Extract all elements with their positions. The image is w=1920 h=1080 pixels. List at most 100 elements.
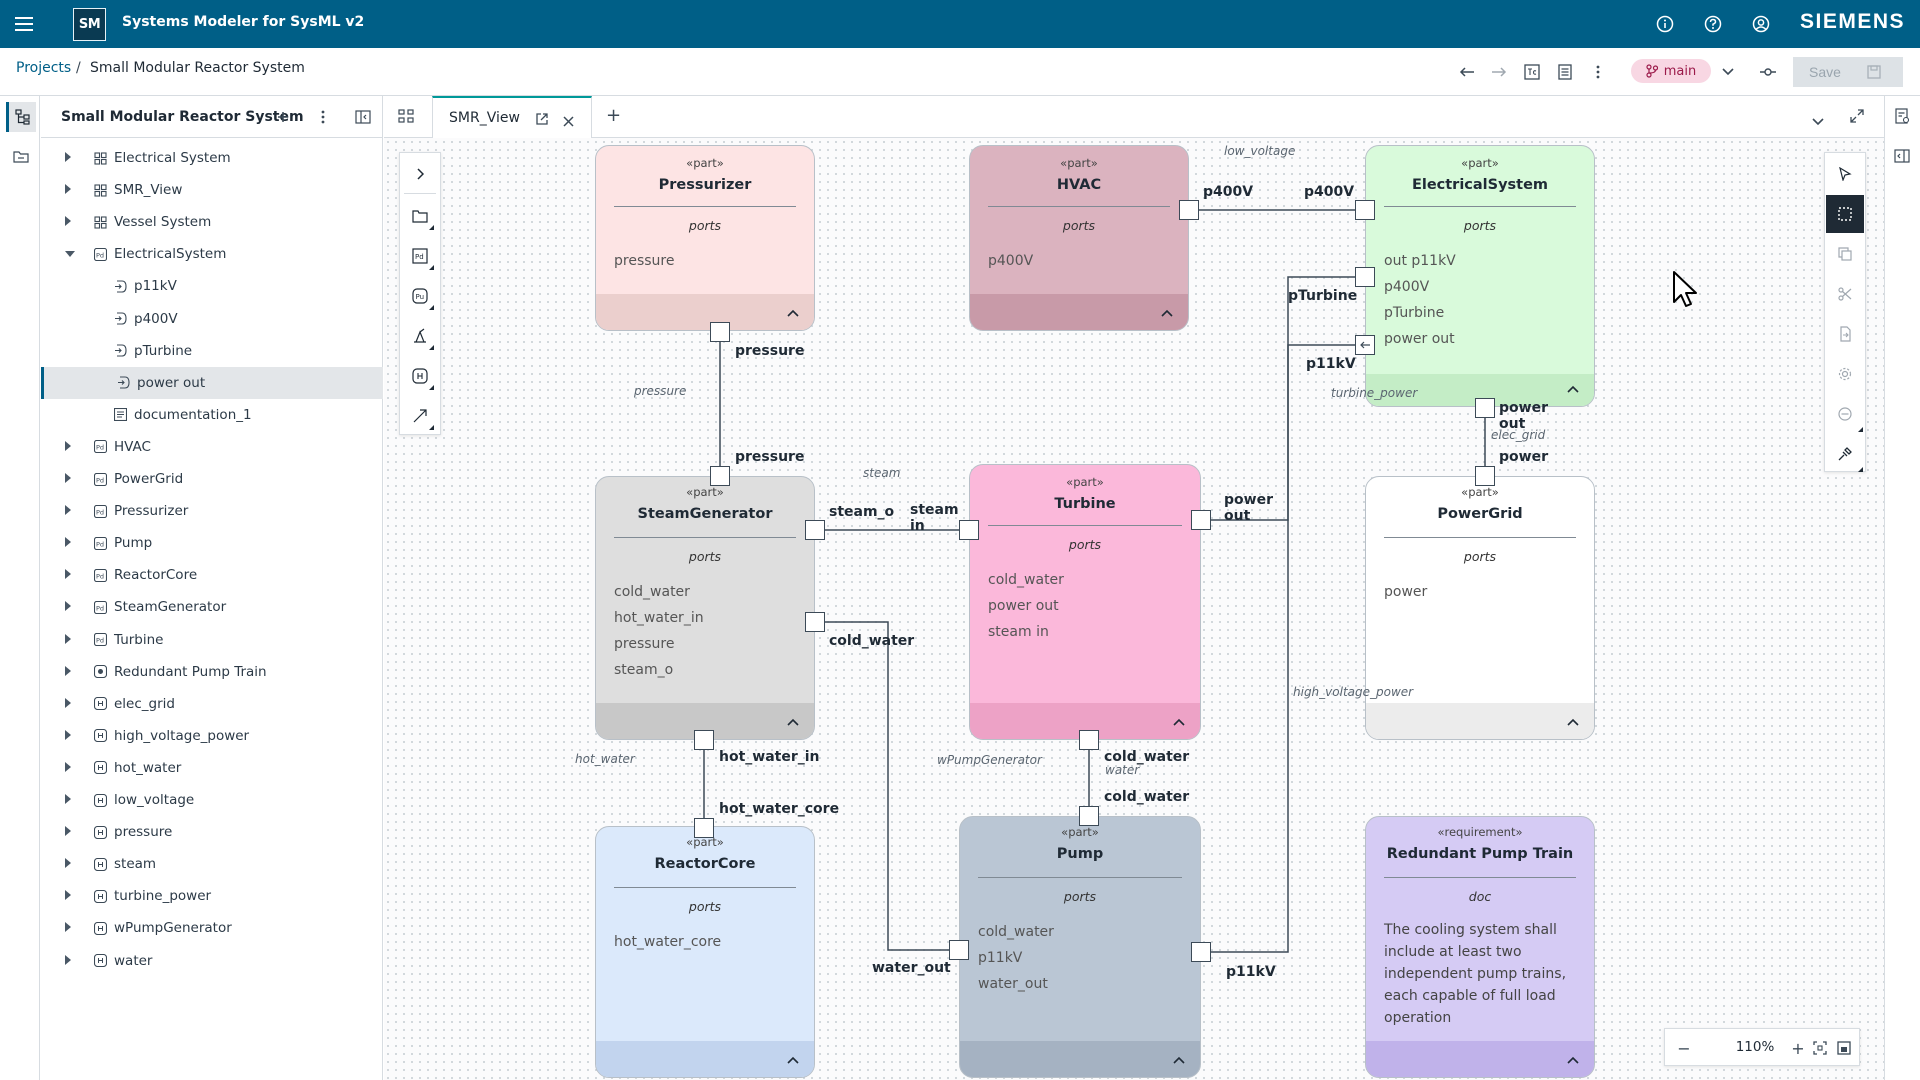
zoom-out-button[interactable]: −	[1677, 1038, 1691, 1058]
expand-arrow-icon[interactable]	[65, 505, 71, 516]
collapse-chevron-icon[interactable]	[1172, 1053, 1186, 1067]
expand-palette-chevron-icon[interactable]	[405, 159, 435, 189]
expand-arrow-icon[interactable]	[65, 440, 71, 451]
settings-gear-icon[interactable]	[1826, 355, 1864, 393]
chevron-down-icon[interactable]	[1718, 62, 1738, 82]
port-turbine-steam-in[interactable]	[959, 520, 979, 540]
expand-arrow-icon[interactable]	[65, 569, 71, 580]
action-tool-icon[interactable]	[405, 321, 435, 351]
port-hvac-p400v[interactable]	[1179, 200, 1199, 220]
port-steamgen-cold-water[interactable]	[805, 612, 825, 632]
open-external-icon[interactable]	[535, 111, 549, 130]
expand-side-panel-icon[interactable]	[1894, 148, 1910, 167]
port-electrical-power-out[interactable]	[1475, 398, 1495, 418]
expand-arrow-icon[interactable]	[65, 473, 71, 483]
tree-item[interactable]: steam	[41, 848, 383, 880]
tree-item[interactable]: water	[41, 945, 383, 977]
breadcrumb-projects-link[interactable]: Projects	[16, 60, 72, 76]
collapse-chevron-icon[interactable]	[1160, 306, 1174, 320]
undo-arrow-icon[interactable]	[1457, 62, 1477, 82]
help-icon[interactable]	[1703, 14, 1723, 34]
port-electrical-p11kv[interactable]	[1355, 335, 1375, 355]
collapse-chevron-icon[interactable]	[1566, 715, 1580, 729]
tree-item[interactable]: SMR_View	[41, 174, 383, 206]
tree-item[interactable]: turbine_power	[41, 880, 383, 912]
tree-item[interactable]: high_voltage_power	[41, 720, 383, 752]
expand-arrow-icon[interactable]	[65, 858, 71, 869]
port-steamgen-pressure[interactable]	[710, 466, 730, 486]
tree-item[interactable]: Redundant Pump Train	[41, 656, 383, 688]
part-usage-tool-icon[interactable]: Pu	[405, 281, 435, 311]
diagram-canvas[interactable]: «part» Pressurizer ports pressure «part»…	[384, 138, 1884, 1080]
branch-selector[interactable]: main	[1631, 59, 1711, 83]
tab-smr-view[interactable]: SMR_View	[432, 96, 592, 138]
collapse-arrow-icon[interactable]	[65, 251, 75, 258]
expand-arrow-icon[interactable]	[65, 697, 71, 708]
interface-tool-icon[interactable]	[405, 361, 435, 391]
info-icon[interactable]	[1655, 14, 1675, 34]
part-reactorcore[interactable]: «part» ReactorCore ports hot_water_core	[595, 826, 815, 1078]
part-def-tool-icon[interactable]: Pd	[405, 241, 435, 271]
part-electricalsystem[interactable]: «part» ElectricalSystem ports out p11kV …	[1365, 145, 1595, 407]
relationship-tool-icon[interactable]	[405, 401, 435, 431]
collapse-chevron-icon[interactable]	[1172, 715, 1186, 729]
expand-arrow-icon[interactable]	[65, 216, 71, 227]
port-electrical-p400v[interactable]	[1355, 200, 1375, 220]
port-turbine-power-out[interactable]	[1191, 510, 1211, 530]
expand-arrow-icon[interactable]	[65, 794, 71, 804]
commit-icon[interactable]	[1758, 62, 1778, 82]
folder-view-icon[interactable]	[6, 142, 36, 172]
paste-icon[interactable]	[1826, 315, 1864, 353]
tree-item[interactable]: hot_water	[41, 752, 383, 784]
tree-item[interactable]: low_voltage	[41, 784, 383, 816]
part-powergrid[interactable]: «part» PowerGrid ports power	[1365, 476, 1595, 740]
part-steamgenerator[interactable]: «part» SteamGenerator ports cold_water h…	[595, 476, 815, 740]
tree-item[interactable]: Electrical System	[41, 142, 383, 174]
requirement-redundant-pump-train[interactable]: «requirement» Redundant Pump Train doc T…	[1365, 816, 1595, 1078]
port-electrical-pturbine[interactable]	[1355, 267, 1375, 287]
redo-arrow-icon[interactable]	[1489, 62, 1509, 82]
port-pump-water-out[interactable]	[949, 940, 969, 960]
port-turbine-cold-water[interactable]	[1079, 730, 1099, 750]
tree-item[interactable]: p11kV	[41, 270, 383, 302]
wire-wpumpgenerator[interactable]	[825, 621, 950, 951]
minimap-icon[interactable]	[1831, 1035, 1857, 1061]
package-tool-icon[interactable]	[405, 201, 435, 231]
copy-icon[interactable]	[1826, 235, 1864, 273]
zoom-in-button[interactable]: +	[1791, 1038, 1805, 1058]
expand-arrow-icon[interactable]	[65, 729, 71, 740]
expand-arrow-icon[interactable]	[65, 890, 71, 901]
expand-arrow-icon[interactable]	[65, 633, 71, 644]
expand-arrow-icon[interactable]	[65, 665, 71, 676]
port-pump-p11kv[interactable]	[1191, 942, 1211, 962]
tabs-dropdown-icon[interactable]	[1812, 111, 1824, 130]
tree-item[interactable]: power out	[41, 366, 383, 399]
expand-arrow-icon[interactable]	[65, 922, 71, 933]
port-powergrid-power[interactable]	[1475, 466, 1495, 486]
diagram-type-icon[interactable]	[398, 108, 418, 128]
collapse-chevron-icon[interactable]	[1566, 382, 1580, 396]
add-element-icon[interactable]	[273, 107, 293, 127]
part-turbine[interactable]: «part» Turbine ports cold_water power ou…	[969, 464, 1201, 740]
port-reactor-hot-water-core[interactable]	[694, 818, 714, 838]
expand-arrow-icon[interactable]	[65, 601, 71, 612]
properties-panel-icon[interactable]	[1894, 108, 1910, 128]
expand-arrow-icon[interactable]	[65, 826, 71, 837]
part-hvac[interactable]: «part» HVAC ports p400V	[969, 145, 1189, 331]
marquee-select-icon[interactable]	[1826, 195, 1864, 233]
tree-item[interactable]: pTurbine	[41, 335, 383, 367]
tree-item[interactable]: Vessel System	[41, 206, 383, 238]
collapse-chevron-icon[interactable]	[786, 306, 800, 320]
tree-item[interactable]: wPumpGenerator	[41, 912, 383, 944]
tree-item[interactable]: documentation_1	[41, 399, 383, 431]
tree-item[interactable]: elec_grid	[41, 688, 383, 720]
expand-arrow-icon[interactable]	[65, 954, 71, 965]
tree-more-options-icon[interactable]	[313, 107, 333, 127]
more-options-icon[interactable]	[1588, 62, 1608, 82]
tree-item[interactable]: pressure	[41, 816, 383, 848]
wire-high-voltage-power[interactable]	[1211, 344, 1355, 953]
